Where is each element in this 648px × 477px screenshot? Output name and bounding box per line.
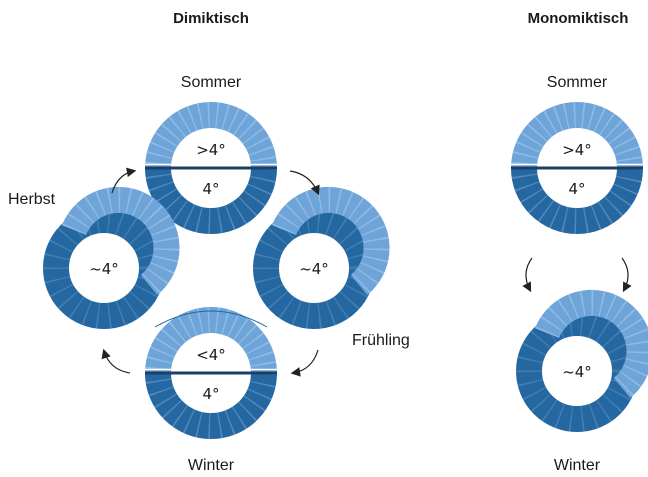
mono-summer-bottom-temp: 4° bbox=[568, 180, 585, 198]
autumn-temp: ~4° bbox=[89, 260, 119, 278]
arrow-winter-to-autumn bbox=[101, 348, 131, 374]
dimictic-title: Dimiktisch bbox=[173, 10, 249, 27]
dimictic-summer-lake: >4° 4° bbox=[145, 102, 277, 234]
ice-cover-line bbox=[154, 310, 268, 328]
winter-top-temp: <4° bbox=[196, 346, 226, 364]
dimictic-winter-lake: <4° 4° bbox=[145, 307, 277, 439]
winter-bottom-temp: 4° bbox=[202, 385, 219, 403]
summer-bottom-temp: 4° bbox=[202, 180, 219, 198]
arrow-summer-to-spring bbox=[289, 170, 320, 196]
dimictic-summer-label: Sommer bbox=[181, 74, 242, 91]
spring-temp: ~4° bbox=[299, 260, 329, 278]
dimictic-spring-lake: ~4° bbox=[253, 186, 390, 329]
arrow-summer-to-winter bbox=[621, 257, 632, 293]
arrow-winter-to-summer bbox=[522, 257, 533, 293]
dimictic-autumn-label: Herbst bbox=[8, 191, 56, 208]
mono-winter-temp: ~4° bbox=[562, 363, 592, 381]
arrow-autumn-to-summer bbox=[111, 167, 137, 194]
mono-summer-top-temp: >4° bbox=[562, 141, 592, 159]
monomictic-winter-label: Winter bbox=[554, 457, 601, 474]
dimictic-spring-label: Frühling bbox=[352, 332, 410, 349]
arrow-spring-to-winter bbox=[290, 349, 319, 377]
monomictic-summer-label: Sommer bbox=[547, 74, 608, 91]
summer-top-temp: >4° bbox=[196, 141, 226, 159]
dimictic-autumn-lake: ~4° bbox=[43, 186, 180, 329]
monomictic-summer-lake: >4° 4° bbox=[511, 102, 643, 234]
dimictic-winter-label: Winter bbox=[188, 457, 235, 474]
monomictic-title: Monomiktisch bbox=[528, 10, 629, 27]
monomictic-winter-lake: ~4° bbox=[516, 289, 648, 432]
